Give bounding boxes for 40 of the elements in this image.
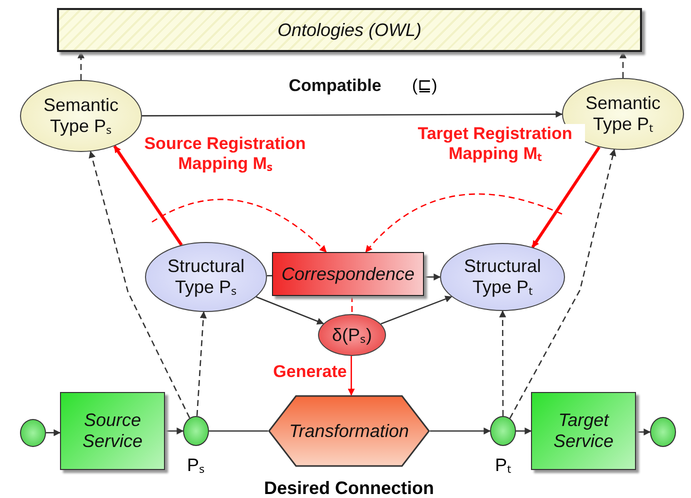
port-circle — [490, 416, 516, 446]
service-box: Target Service — [531, 392, 636, 470]
arrow — [509, 148, 616, 419]
arrow — [165, 428, 184, 434]
arrow — [88, 150, 190, 418]
connector-line — [351, 296, 353, 314]
arrow — [196, 311, 207, 416]
type-ellipse: Semantic Type Pₛ — [20, 80, 142, 152]
arrow — [152, 198, 327, 252]
arrow — [256, 296, 324, 325]
arrow — [430, 428, 491, 434]
arrow — [531, 146, 600, 248]
type-ellipse: Structural Type Pₜ — [440, 243, 565, 311]
correspondence-box: Correspondence — [272, 252, 424, 296]
node-label: Desired Connection — [262, 478, 436, 498]
port-circle — [20, 419, 46, 447]
arrow — [380, 296, 452, 324]
transformation-hexagon: Transformation — [268, 395, 430, 467]
port-label: Pₛ — [186, 455, 206, 476]
arrow — [499, 310, 506, 416]
arrow — [348, 356, 355, 396]
ontology-bar: Ontologies (OWL) — [57, 8, 642, 52]
port-circle — [183, 416, 209, 446]
connector-line — [209, 430, 268, 432]
arrow — [46, 429, 61, 436]
connector-line — [267, 275, 272, 276]
arrow — [516, 428, 532, 434]
function-ellipse: δ(Pₛ) — [318, 314, 386, 356]
service-box: Source Service — [60, 392, 165, 470]
arrow — [78, 51, 84, 80]
port-circle — [650, 417, 676, 447]
arrow — [424, 274, 441, 280]
relation-symbol: (⊑) — [412, 76, 438, 96]
arrow — [142, 110, 563, 118]
type-ellipse: Structural Type Pₛ — [145, 242, 267, 312]
arrow — [365, 194, 562, 253]
arrow — [620, 51, 626, 78]
arrow — [113, 145, 183, 246]
arrow — [636, 428, 651, 436]
port-label: Pₜ — [494, 455, 512, 476]
